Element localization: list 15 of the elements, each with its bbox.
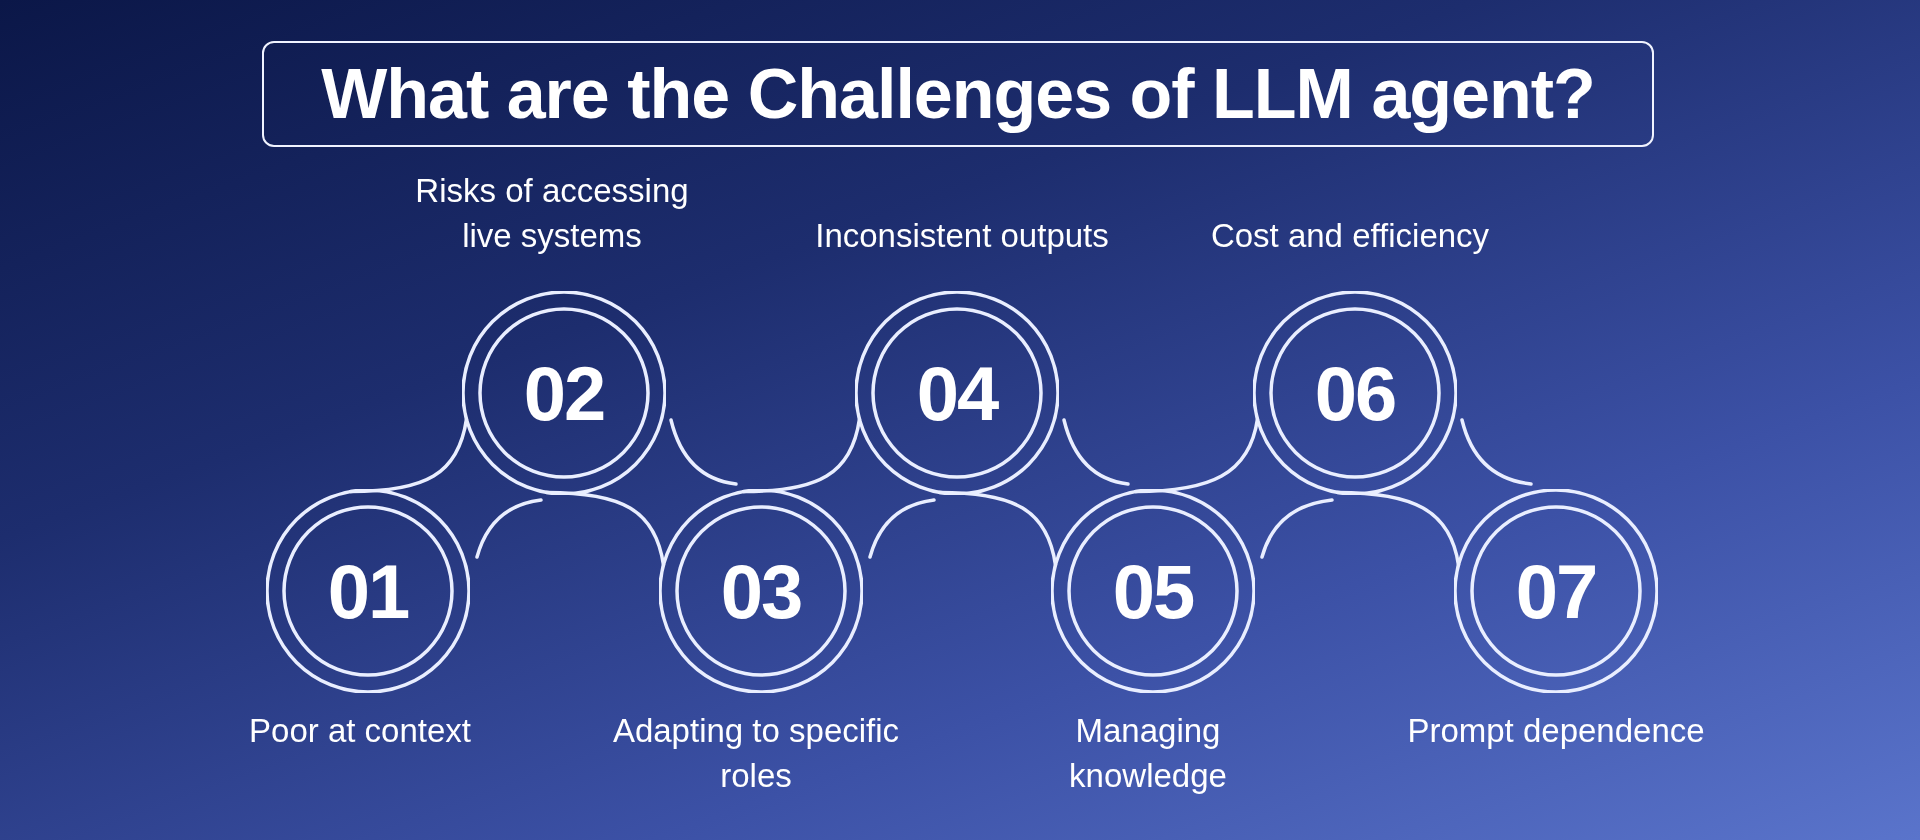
step-number: 04 [916, 349, 998, 437]
step-number: 01 [327, 547, 409, 635]
step-number: 03 [720, 547, 802, 635]
step-number: 02 [523, 349, 605, 437]
title-box: What are the Challenges of LLM agent? [262, 41, 1654, 147]
step-label: Cost and efficiency [1209, 216, 1491, 256]
step-label: Risks of accessing live systems [414, 171, 690, 256]
step-number: 06 [1314, 349, 1396, 437]
step-number: 05 [1112, 547, 1194, 635]
step-number: 07 [1515, 547, 1597, 635]
step-label: Managing knowledge [1068, 711, 1228, 796]
step-label: Adapting to specific roles [611, 711, 901, 796]
step-label: Poor at context [248, 711, 472, 751]
step-label: Inconsistent outputs [814, 216, 1110, 256]
step-label: Prompt dependence [1406, 711, 1706, 751]
